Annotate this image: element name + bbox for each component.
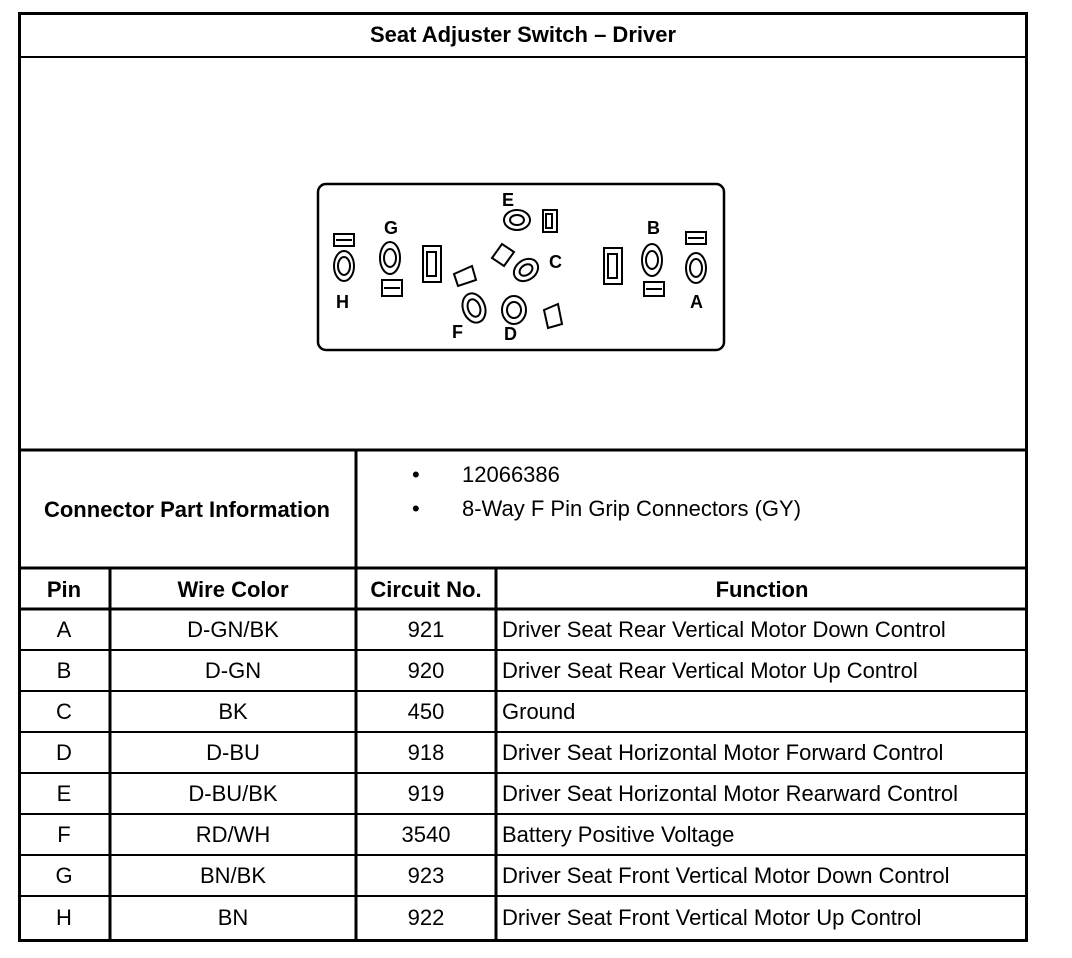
pin-cell: H	[56, 905, 72, 930]
header-circuit-no: Circuit No.	[370, 576, 482, 602]
circuit-cell: 3540	[401, 822, 451, 847]
connector-info-label: Connector Part Information	[43, 497, 330, 522]
header-pin: Pin	[46, 576, 82, 602]
function-cell: Driver Seat Front Vertical Motor Down Co…	[502, 863, 950, 888]
pin-cell: G	[55, 863, 73, 888]
pin-label-d: D	[504, 324, 517, 344]
wire-color-cell: BK	[218, 699, 248, 724]
table-row: C BK 450 Ground	[18, 692, 1028, 732]
function-cell: Driver Seat Horizontal Motor Rearward Co…	[502, 781, 959, 806]
pin-cell: F	[57, 822, 71, 847]
pin-label-g: G	[384, 218, 398, 238]
connector-info-item: •8-Way F Pin Grip Connectors (GY)	[412, 496, 802, 521]
wire-color-cell: D-GN	[204, 658, 262, 683]
wire-color-cell: D-GN/BK	[187, 617, 279, 642]
table-row: E D-BU/BK 919 Driver Seat Horizontal Mot…	[18, 774, 1028, 814]
pin-cell: E	[56, 781, 72, 806]
circuit-cell: 923	[407, 863, 445, 888]
function-cell: Battery Positive Voltage	[502, 822, 735, 847]
pin-label-f: F	[452, 322, 463, 342]
bullet-icon: •	[412, 496, 420, 521]
circuit-cell: 921	[407, 617, 445, 642]
header-function: Function	[715, 576, 809, 602]
connector-info-list: •12066386 •8-Way F Pin Grip Connectors (…	[358, 452, 1026, 568]
function-cell: Driver Seat Rear Vertical Motor Down Con…	[502, 617, 946, 642]
table-row: D D-BU 918 Driver Seat Horizontal Motor …	[18, 733, 1028, 773]
circuit-cell: 919	[407, 781, 445, 806]
connector-info-item: •12066386	[412, 462, 560, 487]
table-grid: E G B C H A F D	[18, 12, 1028, 942]
function-cell: Driver Seat Horizontal Motor Forward Con…	[502, 740, 944, 765]
pin-label-c: C	[549, 252, 562, 272]
pin-cell: D	[56, 740, 72, 765]
table-row: G BN/BK 923 Driver Seat Front Vertical M…	[18, 856, 1028, 896]
wire-color-cell: BN/BK	[199, 863, 267, 888]
table-row: F RD/WH 3540 Battery Positive Voltage	[18, 815, 1028, 855]
table-row: B D-GN 920 Driver Seat Rear Vertical Mot…	[18, 651, 1028, 691]
circuit-cell: 922	[407, 905, 445, 930]
connector-diagram	[316, 182, 726, 352]
page-title: Seat Adjuster Switch – Driver	[369, 21, 677, 47]
pin-cell: A	[56, 617, 72, 642]
wire-color-cell: RD/WH	[195, 822, 271, 847]
function-cell: Ground	[502, 699, 576, 724]
function-cell: Driver Seat Front Vertical Motor Up Cont…	[502, 905, 922, 930]
pin-cell: C	[56, 699, 72, 724]
table-row: H BN 922 Driver Seat Front Vertical Moto…	[18, 897, 1028, 939]
wire-color-cell: D-BU	[206, 740, 260, 765]
connector-sheet: E G B C H A F D Seat Adjuster Switch – D…	[18, 12, 1028, 942]
pin-label-h: H	[336, 292, 349, 312]
wire-color-cell: BN	[217, 905, 249, 930]
wire-color-cell: D-BU/BK	[188, 781, 278, 806]
function-cell: Driver Seat Rear Vertical Motor Up Contr…	[502, 658, 918, 683]
circuit-cell: 918	[407, 740, 445, 765]
pin-label-a: A	[690, 292, 703, 312]
pin-label-b: B	[647, 218, 660, 238]
table-row: A D-GN/BK 921 Driver Seat Rear Vertical …	[18, 610, 1028, 650]
circuit-cell: 450	[407, 699, 445, 724]
pin-label-e: E	[502, 190, 514, 210]
circuit-cell: 920	[407, 658, 445, 683]
bullet-icon: •	[412, 462, 420, 487]
pin-cell: B	[56, 658, 72, 683]
header-wire-color: Wire Color	[177, 576, 289, 602]
